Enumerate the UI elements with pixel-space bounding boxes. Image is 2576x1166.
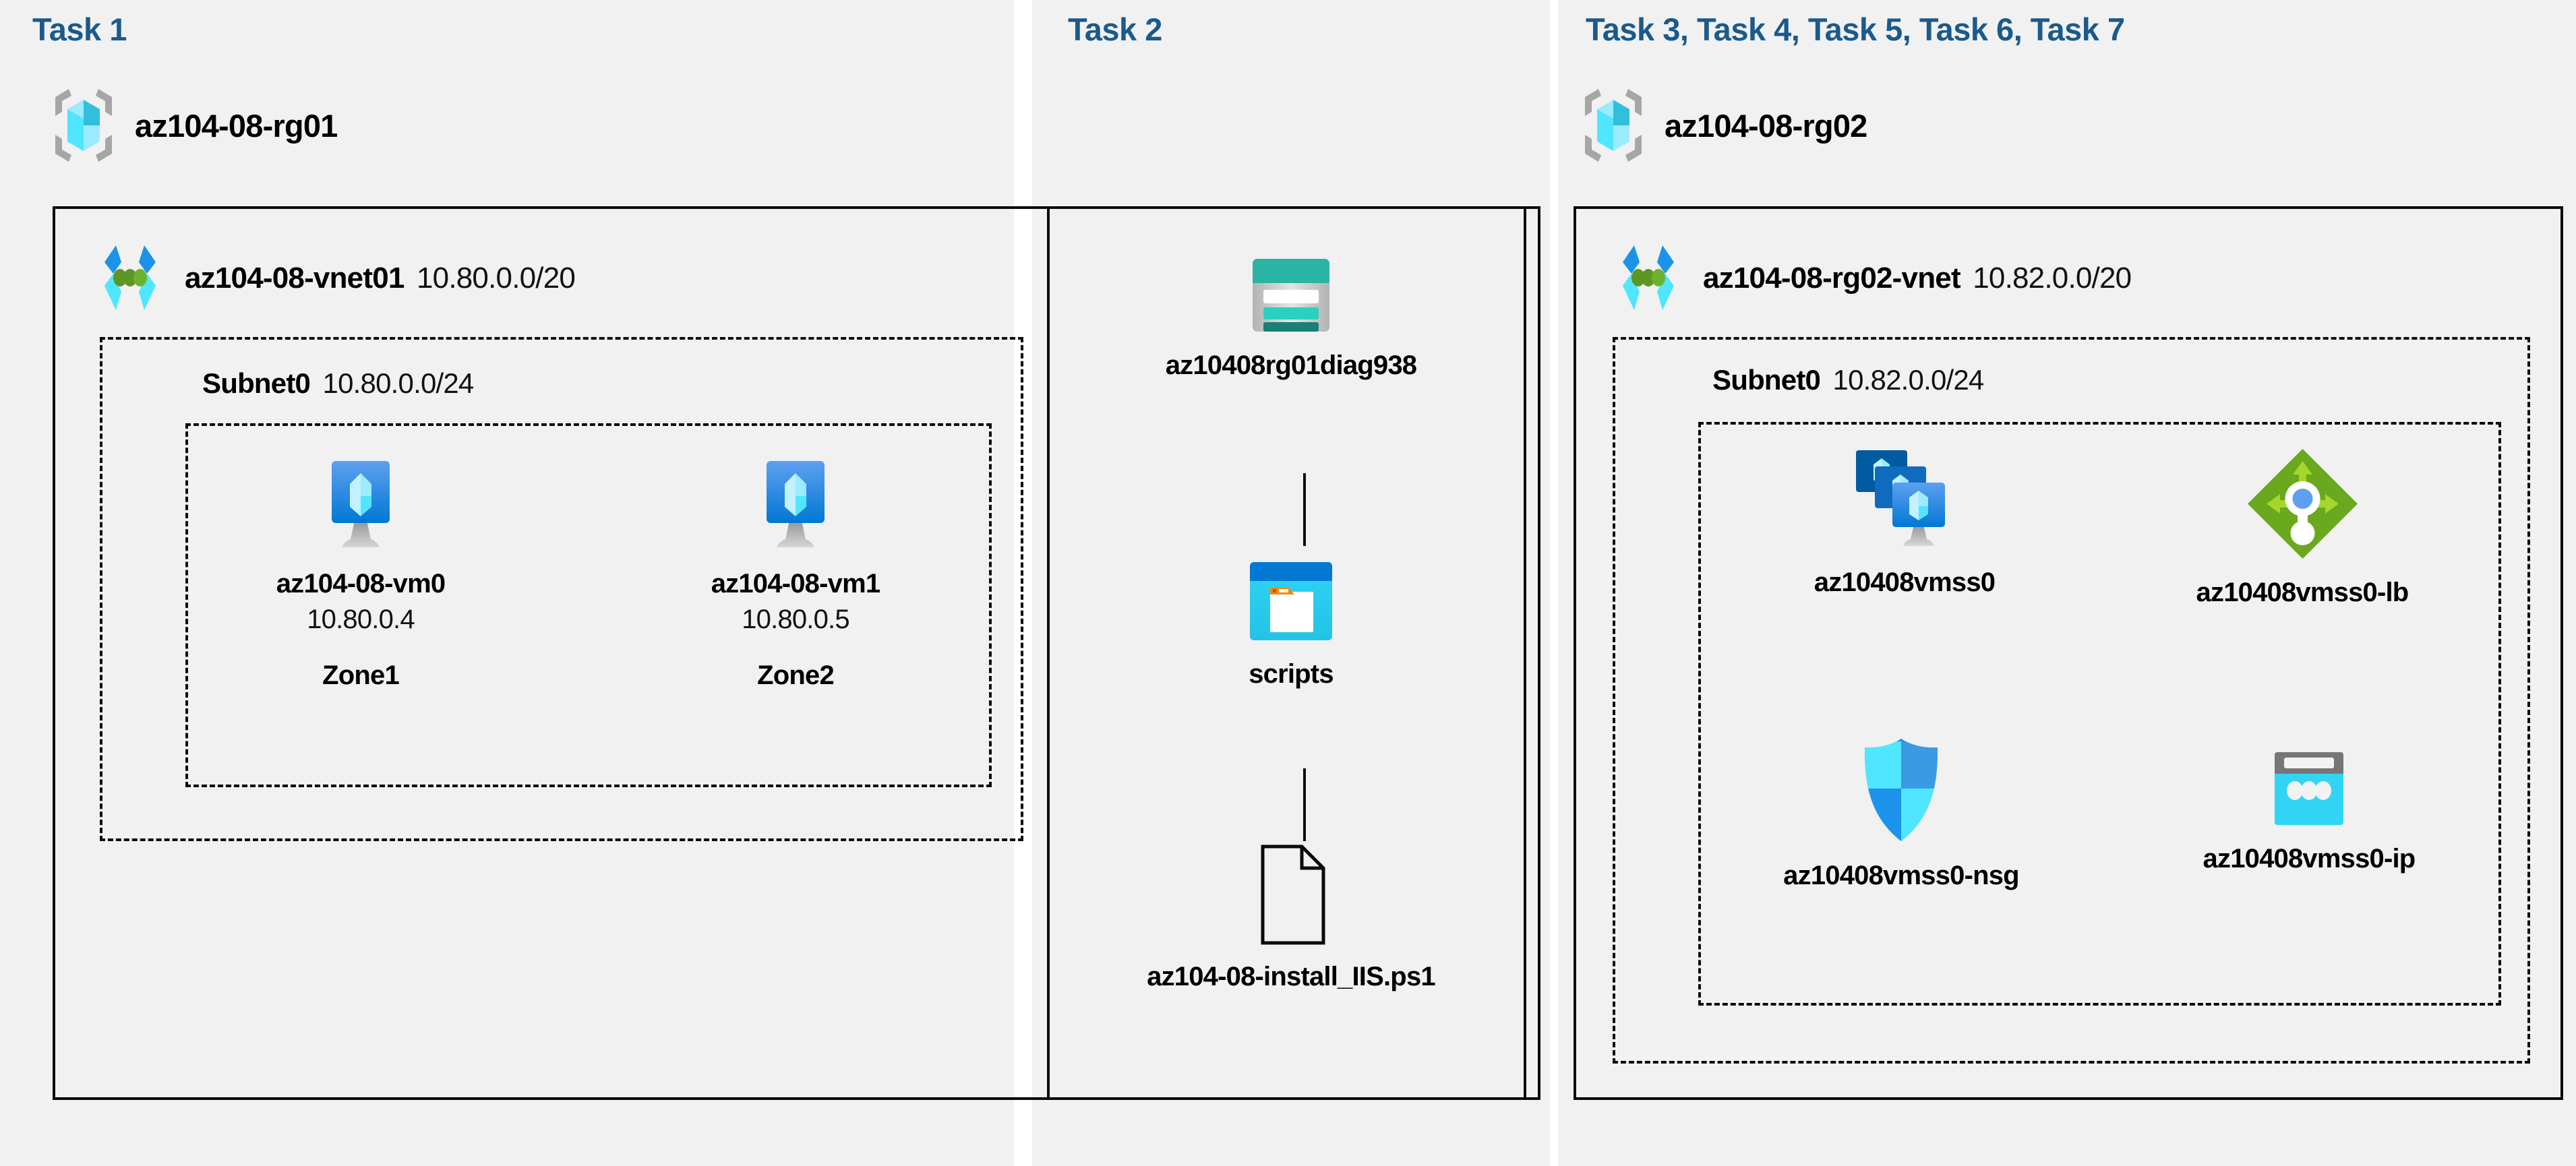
vm-node-az104-08-vm1[interactable]: az104-08-vm1 10.80.0.5 Zone2 [694, 453, 897, 691]
vnet-cidr: 10.82.0.0/20 [1973, 262, 2132, 295]
storage-account-icon [1247, 255, 1335, 336]
vnet-name: az104-08-vnet01 [185, 262, 405, 295]
storage-account-node[interactable]: az10408rg01diag938 [1146, 255, 1436, 381]
vnet-cidr: 10.80.0.0/20 [417, 262, 576, 295]
vnet-header-rg02-vnet: az104-08-rg02-vnet 10.82.0.0/20 [1611, 241, 2132, 315]
node-ip-address: 10.80.0.4 [307, 605, 415, 634]
task-1-caption: Task 1 [32, 11, 127, 47]
file-document-icon [1251, 842, 1331, 947]
vm-node-az104-08-vm0[interactable]: az104-08-vm0 10.80.0.4 Zone1 [260, 453, 462, 691]
subnet-cidr: 10.80.0.0/24 [322, 367, 475, 399]
virtual-network-icon [93, 241, 167, 315]
connector-storage-to-container [1303, 473, 1306, 546]
node-label: scripts [1249, 659, 1334, 689]
node-label: az104-08-install_IIS.ps1 [1147, 962, 1436, 991]
vnet-name: az104-08-rg02-vnet [1703, 262, 1961, 295]
blob-container-icon [1246, 558, 1336, 644]
public-ip-address-icon [2265, 748, 2353, 829]
virtual-network-icon [1611, 241, 1685, 315]
subnet-label-vnet01: Subnet0 10.80.0.0/24 [202, 367, 474, 400]
node-label: az10408vmss0-lb [2196, 578, 2409, 607]
subnet-name: Subnet0 [202, 367, 311, 399]
resource-group-icon [1581, 86, 1646, 164]
node-label: az10408vmss0-nsg [1783, 861, 2019, 890]
vm-group-boundary [185, 423, 992, 787]
node-zone: Zone2 [757, 661, 835, 690]
subnet-name: Subnet0 [1712, 364, 1821, 396]
network-security-group-node[interactable]: az10408vmss0-nsg [1726, 735, 2076, 891]
task-3-7-panel [1558, 0, 2576, 1166]
resource-group-header-rg02: az104-08-rg02 [1581, 86, 1867, 164]
task-2-caption: Task 2 [1068, 11, 1162, 47]
task-1-panel [0, 0, 1014, 1166]
node-ip-address: 10.80.0.5 [742, 605, 849, 634]
vm-scale-set-node[interactable]: az10408vmss0 [1760, 445, 2049, 598]
subnet-cidr: 10.82.0.0/24 [1832, 364, 1985, 396]
virtual-machine-icon [745, 453, 846, 554]
vm-scale-set-icon [1844, 445, 1965, 553]
node-label: az104-08-vm1 [711, 569, 880, 599]
blob-container-node[interactable]: scripts [1170, 558, 1412, 689]
vnet-boundary-vnet01 [53, 206, 1526, 1100]
vnet-label-group: az104-08-vnet01 10.80.0.0/20 [185, 262, 576, 295]
load-balancer-icon [2244, 445, 2362, 563]
subnet-boundary-subnet0-vnet01 [100, 337, 1023, 841]
node-zone: Zone1 [322, 661, 400, 690]
vnet-boundary-rg02-vnet [1574, 206, 2563, 1100]
subnet-boundary-subnet0-rg02 [1613, 337, 2530, 1064]
node-label: az104-08-vm0 [276, 569, 446, 599]
node-label: az10408rg01diag938 [1165, 350, 1417, 380]
load-balancer-node[interactable]: az10408vmss0-lb [2144, 445, 2461, 608]
resource-group-name: az104-08-rg02 [1665, 107, 1867, 144]
vmss-group-boundary [1698, 422, 2501, 1006]
virtual-machine-icon [310, 453, 411, 554]
public-ip-address-node[interactable]: az10408vmss0-ip [2167, 748, 2451, 874]
node-label: az10408vmss0 [1814, 567, 1996, 597]
resource-group-icon [51, 86, 116, 164]
connector-container-to-file [1303, 768, 1306, 841]
resource-group-header-rg01: az104-08-rg01 [51, 86, 338, 164]
node-label: az10408vmss0-ip [2203, 844, 2416, 873]
task-2-boundary [1047, 206, 1540, 1100]
task-3-7-caption: Task 3, Task 4, Task 5, Task 6, Task 7 [1586, 11, 2125, 47]
script-file-node[interactable]: az104-08-install_IIS.ps1 [1079, 842, 1503, 992]
vnet-header-vnet01: az104-08-vnet01 10.80.0.0/20 [93, 241, 576, 315]
subnet-label-rg02: Subnet0 10.82.0.0/24 [1712, 364, 1984, 396]
network-security-group-icon [1854, 735, 1948, 846]
vnet-label-group: az104-08-rg02-vnet 10.82.0.0/20 [1703, 262, 2132, 295]
resource-group-name: az104-08-rg01 [135, 107, 338, 144]
